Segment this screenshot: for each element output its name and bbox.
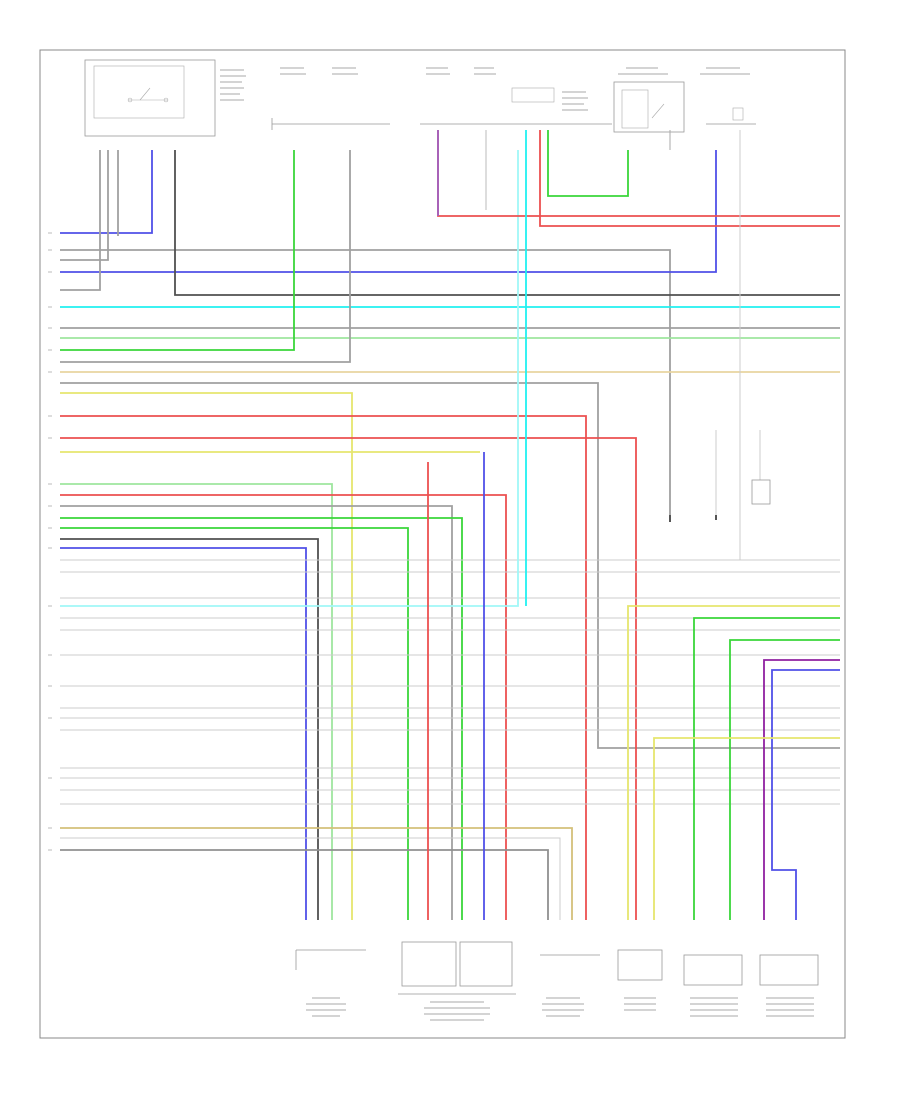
bottom-label-marks (306, 997, 814, 1021)
top-connector-a (271, 118, 390, 130)
bus-wires (60, 150, 840, 920)
switch-module-right (613, 81, 685, 133)
wire-red-14 (60, 437, 637, 920)
right-side-wires (627, 605, 840, 920)
wire-gray-11 (60, 382, 840, 749)
throttle-body-assembly (398, 941, 516, 995)
wire-yellow-12 (60, 392, 353, 920)
right-middle-sensors (669, 430, 771, 522)
wire-tan-bottom (60, 827, 573, 920)
knock-sensor (617, 949, 663, 981)
oxygen-sensor-2 (759, 954, 819, 986)
relay-block (84, 59, 216, 137)
top-vertical-wires (60, 130, 840, 920)
sensor-module-right (706, 107, 756, 125)
wire-green-20 (60, 527, 409, 920)
wire-green-top (547, 130, 629, 197)
wire-green-8 (60, 150, 295, 351)
top-connector-b (420, 87, 612, 125)
wire-red-13 (60, 415, 587, 920)
wire-dark-4 (174, 150, 840, 296)
wire-green-16 (60, 483, 333, 920)
wire-blue-22 (60, 547, 307, 920)
wire-blue-1 (60, 150, 153, 234)
wire-dark-bottom (60, 849, 549, 920)
diagram-frame (39, 49, 846, 1039)
wire-cyan-lower (60, 150, 519, 607)
wire-dark-21 (60, 538, 319, 920)
left-pin-marks (48, 232, 52, 851)
ecm-connector (295, 949, 366, 970)
wire-blue-3 (60, 150, 717, 273)
wire-green-19 (60, 517, 463, 920)
wire-red-top (539, 130, 840, 227)
wire-gray-9 (60, 150, 351, 363)
oxygen-sensor-1 (683, 954, 743, 986)
wire-gray-2 (60, 249, 671, 520)
top-label-marks (220, 67, 750, 111)
wire-purple-top (437, 130, 840, 217)
wire-gray-18 (60, 505, 453, 920)
